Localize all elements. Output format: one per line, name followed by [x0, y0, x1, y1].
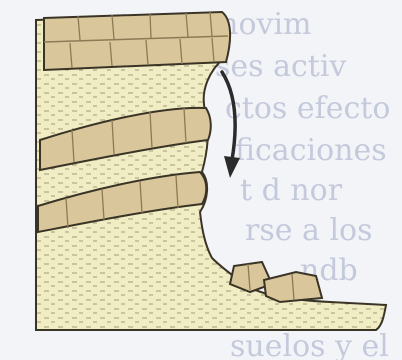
- bg-text-line: ctos efecto: [225, 91, 390, 126]
- bg-text-line: t d nor: [240, 173, 343, 208]
- bg-text-line: ses activ: [215, 49, 346, 84]
- bg-text-line: rse a los: [245, 213, 373, 248]
- limestone-layer-top: [44, 12, 230, 70]
- bg-text-line: suelos y el: [230, 329, 389, 360]
- bg-text-line: ficaciones: [235, 133, 387, 168]
